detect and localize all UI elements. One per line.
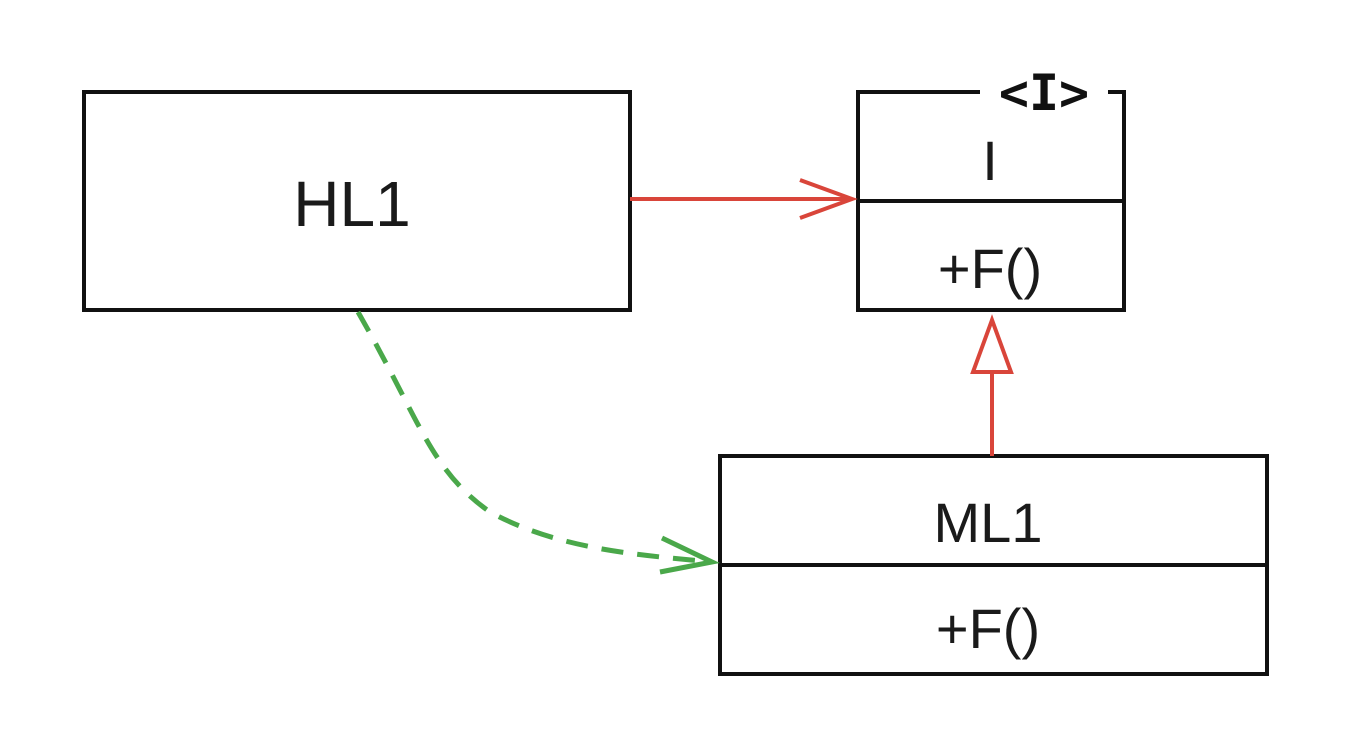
interface-i-name: I <box>982 129 998 192</box>
association-arrow <box>630 178 858 220</box>
class-ml1-operation: +F() <box>936 597 1040 660</box>
interface-i-stereotype: <I> <box>999 64 1089 122</box>
class-hl1[interactable]: HL1 <box>82 90 632 312</box>
interface-i-operation: +F() <box>938 237 1042 300</box>
class-hl1-name: HL1 <box>293 168 410 240</box>
class-ml1[interactable]: ML1 +F() <box>718 454 1269 676</box>
stereotype-backing <box>980 76 1108 112</box>
dependency-line <box>355 310 713 565</box>
class-ml1-name: ML1 <box>934 491 1043 554</box>
association-arrowhead <box>799 178 858 220</box>
interface-i[interactable]: <I> I +F() <box>856 64 1126 312</box>
dependency-arrow <box>355 310 720 575</box>
dependency-arrowhead <box>659 535 720 575</box>
realization-arrowhead <box>970 314 1014 374</box>
realization-arrow <box>970 314 1014 456</box>
class-hl1-box <box>82 90 632 312</box>
